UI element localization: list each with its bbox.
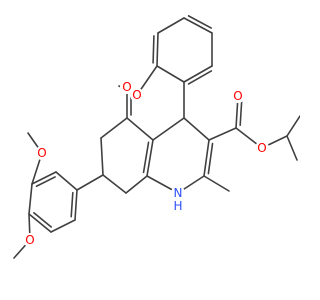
bond-pc-pd bbox=[157, 17, 185, 34]
bond-c3-c2-second bbox=[207, 142, 214, 175]
bond-c6-c7 bbox=[100, 137, 104, 176]
bond-c4a-c5 bbox=[126, 117, 154, 141]
atom-label-background bbox=[120, 80, 134, 94]
bond-isopropyl-methyl-1 bbox=[286, 115, 300, 137]
atom-label-background bbox=[130, 88, 144, 102]
atom-label-o-ketone: O bbox=[122, 80, 131, 94]
atom-label-o-ester-carbonyl: O bbox=[233, 89, 242, 103]
atom-label-background bbox=[255, 141, 269, 155]
atom-label-o-methoxy-4: O bbox=[25, 233, 34, 247]
bond-isopropyl-methyl-2 bbox=[286, 135, 298, 161]
bond-c3-ester-carbon bbox=[208, 127, 237, 141]
bond-pf-pa-second bbox=[187, 70, 213, 85]
atom-label-o-methoxy-3: O bbox=[37, 146, 46, 160]
bond-a4-a5 bbox=[28, 213, 52, 233]
atom-label-background bbox=[231, 89, 245, 103]
atom-label-background bbox=[171, 199, 185, 213]
bond-a6-a1-second bbox=[70, 191, 74, 218]
atom-label-n-amine: N bbox=[174, 186, 183, 200]
bond-c3-c2 bbox=[203, 139, 210, 177]
atom-label-o-ester-ether: O bbox=[257, 141, 266, 155]
bond-a4-a5-second bbox=[33, 212, 53, 228]
bond-c8-c8a bbox=[125, 175, 148, 194]
bond-layer bbox=[13, 15, 300, 259]
atom-label-o-anisole: O bbox=[132, 88, 141, 102]
bond-a2-a3 bbox=[31, 171, 57, 185]
bond-pd-pe-second bbox=[187, 15, 213, 29]
bond-pd-pe bbox=[183, 17, 213, 34]
bond-c4a-c4 bbox=[152, 117, 185, 141]
atom-label-h-amine: H bbox=[173, 199, 182, 213]
bond-pf-pa bbox=[183, 65, 213, 83]
bond-c8a-c4a bbox=[146, 139, 154, 177]
bond-c7-c8 bbox=[102, 174, 127, 194]
bond-a2-a3-second bbox=[35, 176, 56, 188]
bond-ester-carbonyl-second bbox=[239, 98, 243, 127]
bond-pb-pc bbox=[156, 32, 159, 67]
atom-label-background bbox=[23, 233, 37, 247]
bond-pb-pc-second bbox=[152, 35, 155, 64]
bond-a3-a4 bbox=[28, 183, 33, 215]
bond-c7-aryl bbox=[76, 174, 104, 191]
atom-label-background bbox=[35, 146, 49, 160]
bond-a6-a1 bbox=[74, 189, 78, 221]
bond-c2-methyl bbox=[203, 175, 230, 192]
bond-a5-a6 bbox=[50, 219, 76, 233]
bond-c4-c3 bbox=[183, 117, 210, 141]
bond-pa-pb bbox=[156, 65, 185, 83]
atom-label-background bbox=[171, 186, 185, 200]
bond-c5-c6 bbox=[100, 117, 128, 139]
bond-c8a-c4a-second bbox=[142, 141, 150, 174]
bond-a1-a2 bbox=[55, 171, 78, 191]
